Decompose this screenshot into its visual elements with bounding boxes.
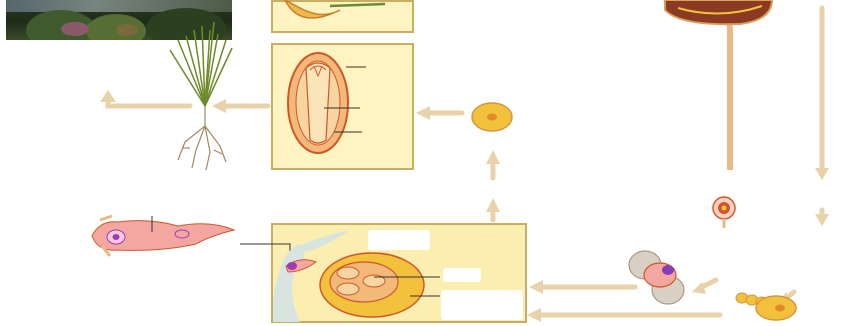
- top-panel-leaf: [285, 0, 385, 18]
- arrow-head-embryo: [416, 106, 430, 120]
- capsule-on-stalk: [665, 0, 772, 170]
- spore-cell: [472, 103, 512, 131]
- archegonium-tissue: [92, 216, 290, 264]
- ovule-panel-content: [273, 230, 440, 322]
- small-sporangium: [713, 197, 735, 228]
- seed-embryo: [288, 53, 366, 153]
- plant-with-roots: [170, 22, 232, 170]
- winged-pollen: [629, 251, 684, 304]
